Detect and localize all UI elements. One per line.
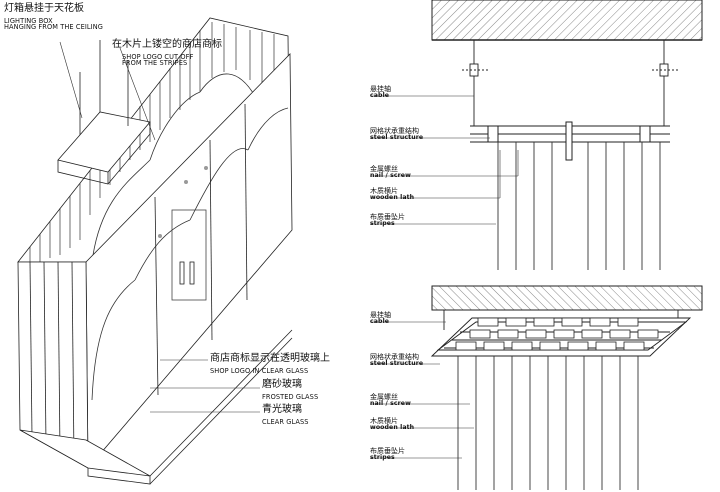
ceiling-slab-bottom — [431, 285, 703, 311]
section-label-cn: 悬挂轴 — [370, 311, 391, 319]
stripes-top — [497, 142, 661, 270]
base-plinth — [19, 329, 293, 485]
section-bottom-label-stripes: 布质垂坠片 stripes — [370, 447, 405, 462]
iso-label-en: SHOP LOGO IN CLEAR GLASS — [210, 366, 309, 375]
section-top-label-cable: 悬挂轴 cable — [370, 85, 391, 100]
iso-label-frosted-glass: 磨砂玻璃 FROSTED GLASS — [262, 379, 319, 401]
section-top-label-lath: 木质横片 wooden lath — [370, 187, 415, 202]
section-top-label-steel: 网格状承重结构 steel structure — [370, 127, 424, 142]
iso-label-shop-logo-glass: 商店商标显示在透明玻璃上 SHOP LOGO IN CLEAR GLASS — [210, 353, 330, 375]
section-label-en: cable — [370, 318, 390, 326]
ceiling-slab-top — [431, 0, 703, 41]
section-label-cn: 悬挂轴 — [370, 85, 391, 93]
section-label-cn: 布质垂坠片 — [370, 213, 405, 221]
section-label-cn: 网格状承重结构 — [370, 353, 419, 361]
iso-label-cn: 灯箱悬挂于天花板 — [4, 3, 84, 14]
cable-hangers-top — [462, 40, 678, 126]
section-top-leaders — [370, 95, 519, 225]
section-label-en: nail / screw — [370, 400, 411, 408]
iso-label-en: FROSTED GLASS — [262, 392, 319, 401]
section-label-en: cable — [370, 92, 390, 100]
iso-label-en: SHOP LOGO CUT OFF FROM THE STRIPES — [122, 52, 194, 68]
section-bottom-label-lath: 木质横片 wooden lath — [370, 417, 415, 432]
iso-label-shop-logo-cut: 在木片上镂空的商店商标 SHOP LOGO CUT OFF FROM THE S… — [112, 39, 222, 68]
iso-label-cn: 青光玻璃 — [262, 404, 302, 415]
steel-structure-top — [470, 121, 670, 161]
section-label-en: wooden lath — [370, 194, 415, 202]
iso-label-en: LIGHTING BOX HANGING FROM THE CEILING — [4, 16, 103, 32]
iso-label-clear-glass: 青光玻璃 CLEAR GLASS — [262, 404, 309, 426]
section-label-cn: 金属螺丝 — [370, 165, 398, 173]
section-label-cn: 金属螺丝 — [370, 393, 398, 401]
iso-label-en: CLEAR GLASS — [262, 417, 309, 426]
iso-label-cn: 磨砂玻璃 — [262, 379, 302, 390]
section-label-cn: 网格状承重结构 — [370, 127, 419, 135]
section-label-en: stripes — [370, 220, 395, 228]
section-label-cn: 木质横片 — [370, 187, 398, 195]
section-bottom-leaders — [370, 321, 474, 459]
section-bottom-label-nail: 金属螺丝 nail / screw — [370, 393, 411, 408]
section-label-en: wooden lath — [370, 424, 415, 432]
section-label-cn: 木质横片 — [370, 417, 398, 425]
iso-label-cn: 商店商标显示在透明玻璃上 — [210, 353, 330, 364]
section-bottom-label-cable: 悬挂轴 cable — [370, 311, 391, 326]
section-label-en: steel structure — [370, 134, 424, 142]
section-label-cn: 布质垂坠片 — [370, 447, 405, 455]
section-label-en: nail / screw — [370, 172, 411, 180]
lighting-box — [57, 40, 151, 185]
section-bottom-label-steel: 网格状承重结构 steel structure — [370, 353, 424, 368]
section-top-label-nail: 金属螺丝 nail / screw — [370, 165, 411, 180]
iso-label-cn: 在木片上镂空的商店商标 — [112, 39, 222, 50]
stripes-bottom — [457, 356, 639, 490]
side-glass-return — [17, 261, 89, 469]
iso-leader-lines — [59, 41, 260, 413]
iso-label-lighting-box: 灯箱悬挂于天花板 LIGHTING BOX HANGING FROM THE C… — [4, 3, 103, 32]
section-label-en: steel structure — [370, 360, 424, 368]
section-top-label-stripes: 布质垂坠片 stripes — [370, 213, 405, 228]
section-label-en: stripes — [370, 454, 395, 462]
wooden-laths-bottom — [455, 317, 659, 351]
